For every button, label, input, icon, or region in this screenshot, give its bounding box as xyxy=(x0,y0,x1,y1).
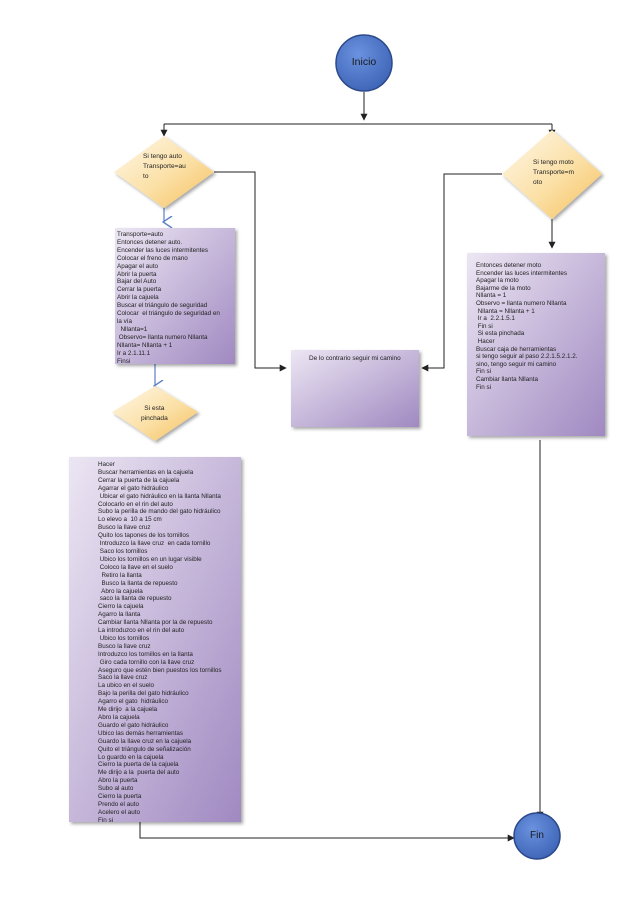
moto-decision-diamond xyxy=(502,130,602,219)
other-path-text: De lo contrario seguir mi camino xyxy=(309,355,401,362)
connector-tire-end xyxy=(139,822,515,842)
moto-steps-box xyxy=(467,253,605,436)
tire-steps-box xyxy=(69,457,241,822)
other-path-box xyxy=(291,350,419,427)
car-steps-text: Transporte=auto Entonces detener auto. E… xyxy=(117,231,220,365)
start-node xyxy=(335,34,393,92)
moto-decision-label: Si tengo moto Transporte=m oto xyxy=(533,159,574,186)
end-label: Fin xyxy=(530,830,544,841)
flat-decision-diamond xyxy=(112,386,198,441)
connectors xyxy=(139,92,556,842)
flat-decision-label: Si esta pinchada xyxy=(141,405,168,422)
car-steps-box xyxy=(115,228,235,364)
car-decision-label: Si tengo auto Transporte=au to xyxy=(143,153,186,180)
connector-moto-no xyxy=(421,173,502,372)
start-label: Inicio xyxy=(351,56,377,68)
connector-car-no xyxy=(214,171,287,372)
tire-steps-text: Hacer Buscar herramientas en la cajuela … xyxy=(98,461,222,824)
blue-arrows xyxy=(155,206,164,386)
moto-steps-text: Entonces detener moto Encender las luces… xyxy=(476,262,578,391)
car-decision-diamond xyxy=(114,136,214,208)
end-node xyxy=(513,812,561,860)
